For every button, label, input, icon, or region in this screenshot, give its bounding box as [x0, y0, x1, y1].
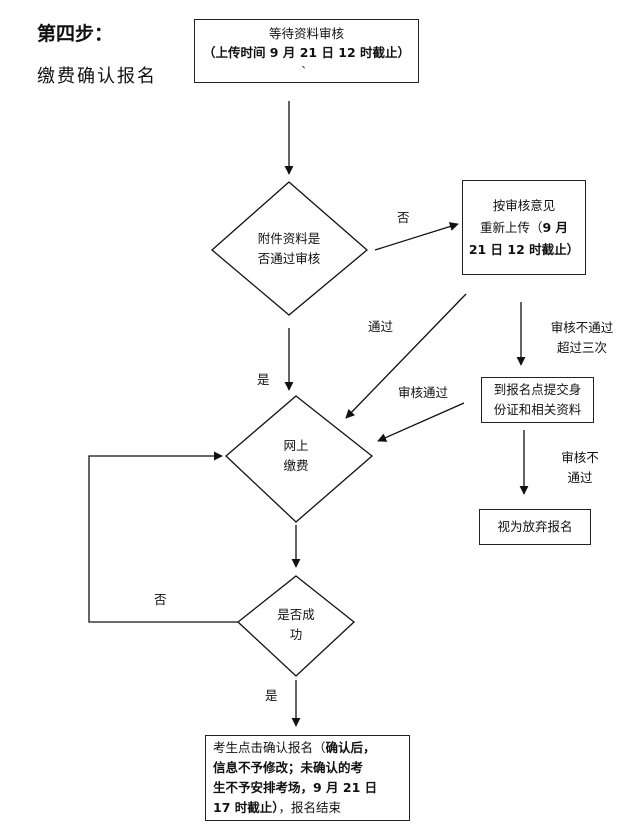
- label-no-right: 否: [397, 210, 410, 225]
- label-pass: 通过: [368, 319, 394, 334]
- label-no-left: 否: [154, 592, 167, 607]
- final-text-c: 信息不予修改；未确认的考: [213, 760, 364, 775]
- node-reupload: 按审核意见 重新上传（9 月 21 日 12 时截止）: [462, 180, 586, 275]
- arrow-check-to-reupload: [374, 222, 459, 251]
- wait-review-line3: 、: [301, 60, 312, 71]
- arrow-onsite-to-pay: [377, 402, 465, 442]
- arrow-reupload-to-pay: [345, 293, 467, 419]
- node-abandon: 视为放弃报名: [479, 509, 591, 545]
- label-review-pass: 审核通过: [398, 385, 449, 400]
- reupload-line3: 21 日 12 时截止）: [468, 242, 580, 257]
- node-onsite-submit: 到报名点提交身 份证和相关资料: [481, 377, 594, 423]
- onsite-line1: 到报名点提交身: [493, 382, 582, 397]
- label-yes-down: 是: [257, 372, 270, 387]
- success-line2: 功: [289, 627, 303, 642]
- reupload-line2: 重新上传（9 月: [463, 217, 585, 239]
- step-title: 第四步：: [37, 23, 114, 45]
- diamond-online-pay: [225, 395, 374, 523]
- label-fail: 审核不 通过: [548, 448, 612, 488]
- final-text-e: 17 时截止）: [213, 800, 279, 815]
- diamond-success-check: [237, 575, 355, 677]
- onsite-line2: 份证和相关资料: [493, 402, 582, 417]
- final-text-a: 考生点击确认报名（: [213, 740, 326, 755]
- final-text-d: 生不予安排考场，9 月 21 日: [213, 780, 378, 795]
- fail-line2: 通过: [567, 470, 593, 485]
- label-yes-final: 是: [265, 688, 278, 703]
- final-text-b: 确认后，: [325, 740, 376, 755]
- fail-line1: 审核不: [561, 450, 599, 465]
- label-fail-three: 审核不通过 超过三次: [542, 318, 622, 358]
- fail-three-line1: 审核不通过: [550, 320, 614, 335]
- online-pay-text: 网上 缴费: [256, 436, 336, 476]
- final-text-f: ，报名结束: [278, 800, 342, 815]
- success-line1: 是否成: [277, 607, 315, 622]
- reupload-line2-text: 重新上传（: [479, 220, 543, 235]
- step-subtitle: 缴费确认报名: [37, 66, 157, 87]
- pay-line1: 网上: [283, 438, 309, 453]
- node-wait-review: 等待资料审核 （上传时间 9 月 21 日 12 时截止） 、: [194, 19, 419, 83]
- reupload-line2-date: 9 月: [542, 220, 569, 235]
- arrow-success-loop-back: [88, 451, 238, 623]
- wait-review-line1: 等待资料审核: [268, 26, 344, 41]
- check-attachments-text: 附件资料是 否通过审核: [239, 229, 339, 269]
- fail-three-line2: 超过三次: [556, 340, 607, 355]
- pay-line2: 缴费: [283, 458, 309, 473]
- wait-review-line2: （上传时间 9 月 21 日 12 时截止）: [202, 45, 411, 60]
- node-final-confirm: 考生点击确认报名（确认后， 信息不予修改；未确认的考生不予安排考场，9 月 21 …: [205, 735, 410, 821]
- reupload-line1: 按审核意见: [492, 198, 556, 213]
- check-line2: 否通过审核: [257, 251, 321, 266]
- diamond-check-attachments: [211, 181, 369, 316]
- success-check-text: 是否成 功: [256, 605, 336, 645]
- check-line1: 附件资料是: [257, 231, 321, 246]
